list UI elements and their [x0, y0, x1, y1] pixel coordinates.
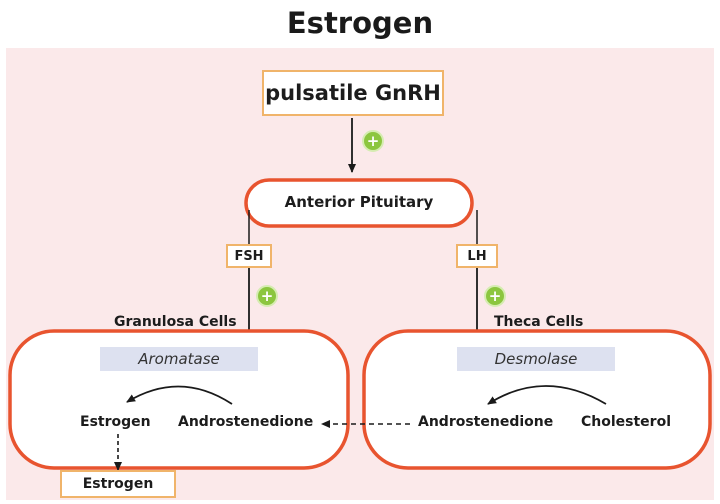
desmolase-enzyme: Desmolase: [457, 347, 615, 371]
gnrh-box: pulsatile GnRH: [262, 70, 444, 116]
plus-icon: +: [484, 285, 506, 307]
page-title: Estrogen: [286, 6, 434, 40]
theca-androstenedione-label: Androstenedione: [418, 414, 554, 430]
pituitary-label: Anterior Pituitary: [284, 193, 434, 211]
fsh-box: FSH: [226, 244, 272, 268]
estrogen-output-box: Estrogen: [60, 470, 176, 498]
pituitary-outline: [244, 178, 474, 228]
desmolase-label: Desmolase: [494, 350, 578, 368]
fsh-label: FSH: [234, 248, 264, 264]
lh-label: LH: [467, 248, 487, 264]
aromatase-enzyme: Aromatase: [100, 347, 258, 371]
plus-icon: +: [362, 130, 384, 152]
lh-box: LH: [456, 244, 498, 268]
granulosa-cells-label: Granulosa Cells: [114, 314, 237, 330]
granulosa-cell-outline: [8, 329, 350, 470]
gnrh-label: pulsatile GnRH: [265, 81, 441, 105]
cholesterol-label: Cholesterol: [581, 414, 671, 430]
desmolase-conversion-arrow: [487, 385, 607, 405]
estrogen-output-label: Estrogen: [82, 476, 154, 492]
plus-icon: +: [256, 285, 278, 307]
granulosa-androstenedione-label: Androstenedione: [178, 414, 314, 430]
theca-cell-outline: [362, 329, 712, 470]
granulosa-estrogen-label: Estrogen: [80, 414, 151, 430]
aromatase-label: Aromatase: [138, 350, 220, 368]
aromatase-conversion-arrow: [126, 385, 233, 405]
theca-cells-label: Theca Cells: [494, 314, 584, 330]
